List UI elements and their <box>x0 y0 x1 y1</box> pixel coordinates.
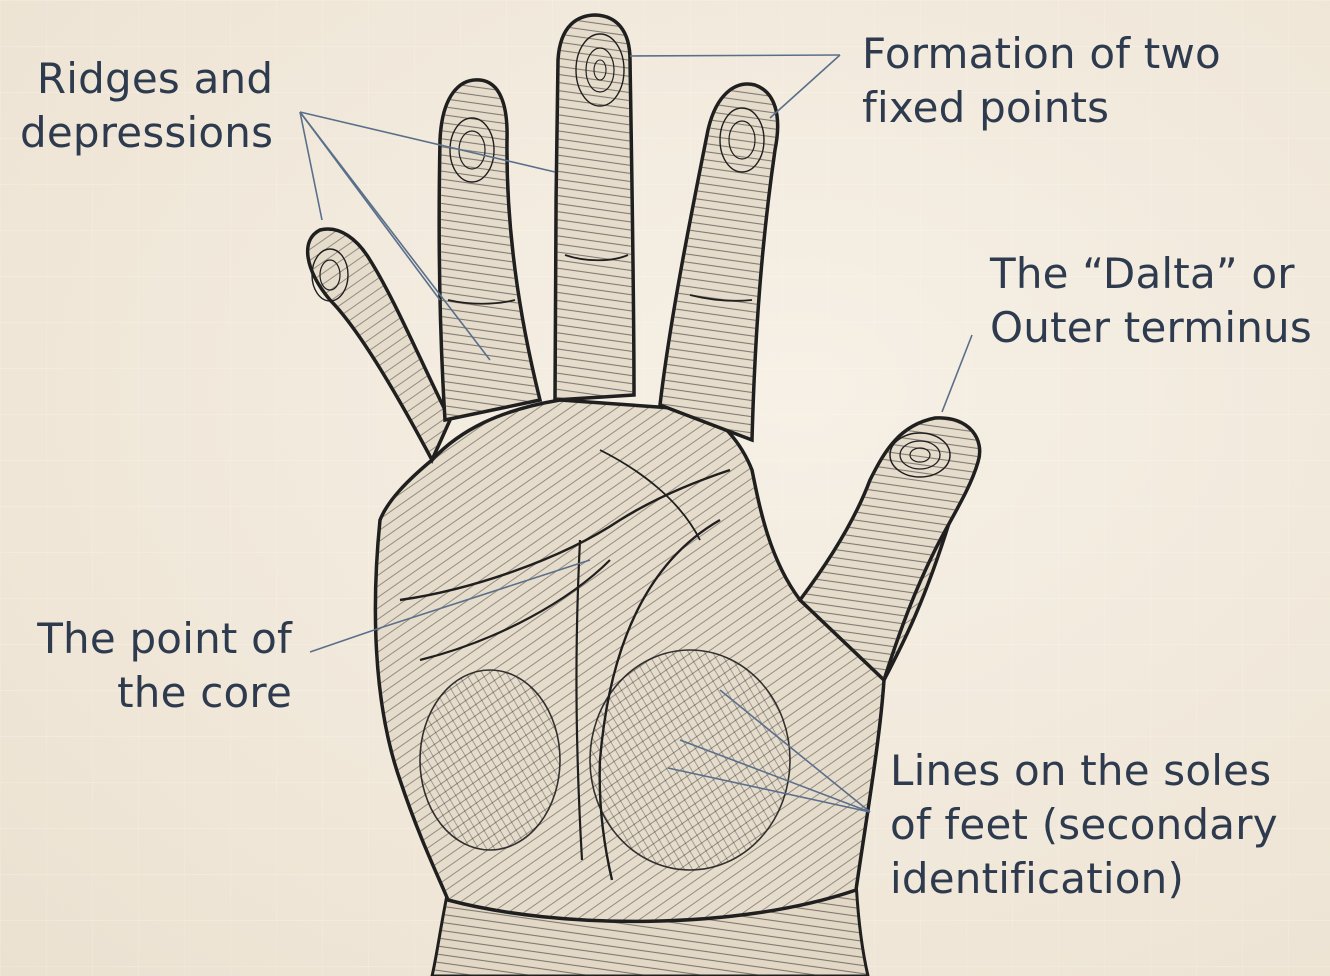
label-core-line2: the core <box>24 666 292 720</box>
leader-delta <box>942 335 972 412</box>
leader-core-1 <box>310 628 380 652</box>
label-dalta-outer-terminus: The “Dalta” or Outer terminus <box>990 247 1312 355</box>
leader-formation-2 <box>770 55 840 118</box>
label-ridges-line1: Ridges and <box>20 52 273 106</box>
label-formation-of-two-fixed-points: Formation of two fixed points <box>862 27 1221 135</box>
label-formation-line2: fixed points <box>862 81 1221 135</box>
label-delta-line2: Outer terminus <box>990 301 1312 355</box>
label-ridges-line2: depressions <box>20 106 273 160</box>
label-lines-on-soles-of-feet: Lines on the soles of feet (secondary id… <box>890 744 1278 906</box>
label-soles-line2: of feet (secondary <box>890 798 1278 852</box>
label-point-of-the-core: The point of the core <box>24 612 292 720</box>
label-core-line1: The point of <box>24 612 292 666</box>
index-finger <box>660 84 778 440</box>
middle-finger <box>555 15 634 400</box>
little-finger <box>308 229 450 460</box>
label-formation-line1: Formation of two <box>862 27 1221 81</box>
label-ridges-and-depressions: Ridges and depressions <box>20 52 273 160</box>
label-soles-line3: identification) <box>890 852 1278 906</box>
label-soles-line1: Lines on the soles <box>890 744 1278 798</box>
leader-ridges-1 <box>300 112 322 220</box>
leader-formation-1 <box>630 55 840 56</box>
label-delta-line1: The “Dalta” or <box>990 247 1312 301</box>
ring-finger <box>439 80 540 420</box>
